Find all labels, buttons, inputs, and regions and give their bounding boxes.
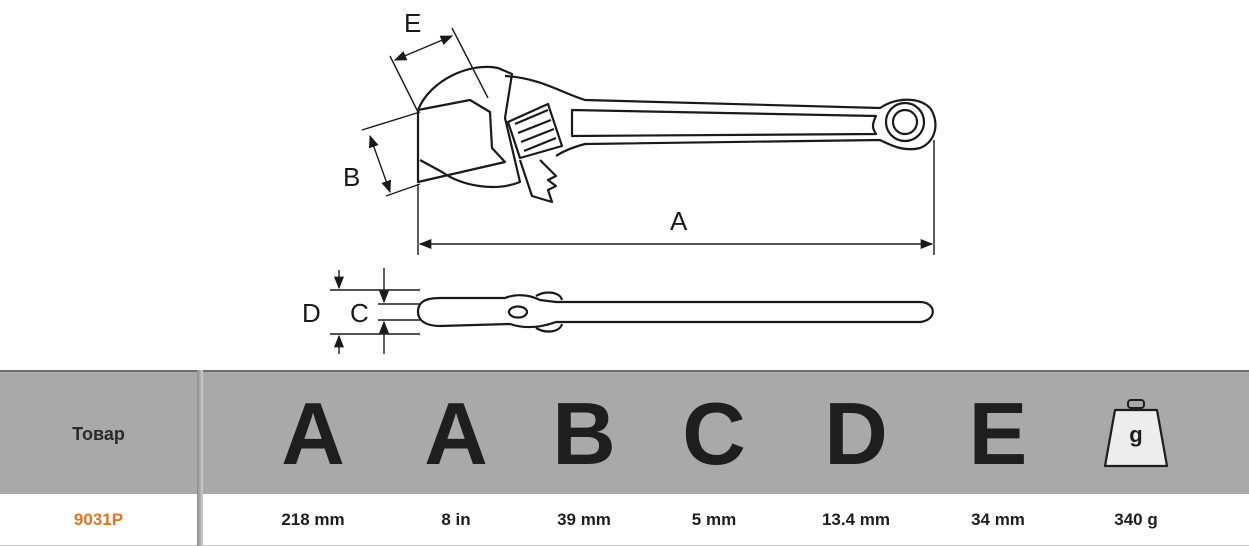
label-d: D — [302, 298, 321, 328]
column-divider — [197, 370, 203, 546]
value-weight: 340 g — [1114, 510, 1158, 529]
product-sku[interactable]: 9031P — [73, 510, 124, 529]
value-a-in: 8 in — [441, 510, 471, 529]
table-row: 9031P 218 mm 8 in 39 mm 5 mm 13.4 mm 34 … — [0, 494, 1249, 546]
dimension-c-d — [330, 268, 420, 354]
column-header-b: B — [552, 384, 616, 483]
product-column-header: Товар — [72, 423, 125, 444]
weight-icon: g — [1076, 394, 1196, 474]
wrench-side-view — [416, 291, 934, 333]
label-c: C — [350, 298, 369, 328]
value-c: 5 mm — [691, 510, 737, 529]
value-e: 34 mm — [971, 510, 1025, 529]
label-b: B — [343, 162, 360, 192]
column-header-e: E — [968, 384, 1028, 483]
column-header-c: C — [682, 384, 746, 483]
dimension-a — [417, 140, 935, 255]
value-d: 13.4 mm — [821, 510, 891, 529]
weight-icon-glyph: g — [1129, 422, 1142, 447]
label-e: E — [404, 8, 421, 38]
column-header-a-in: A — [424, 384, 488, 483]
wrench-dimension-diagram: E B A D C — [302, 8, 937, 354]
wrench-top-view — [416, 65, 937, 204]
column-header-d: D — [824, 384, 888, 483]
table-header-row: Товар A A B C D E g — [0, 370, 1249, 494]
dimension-e — [389, 27, 489, 113]
column-header-a-mm: A — [281, 384, 345, 483]
value-a-mm: 218 mm — [281, 510, 345, 529]
value-b: 39 mm — [557, 510, 611, 529]
dimension-b — [361, 111, 421, 197]
spec-table: Товар A A B C D E g 9031P 218 mm 8 in 39… — [0, 370, 1249, 546]
label-a: A — [670, 206, 688, 236]
